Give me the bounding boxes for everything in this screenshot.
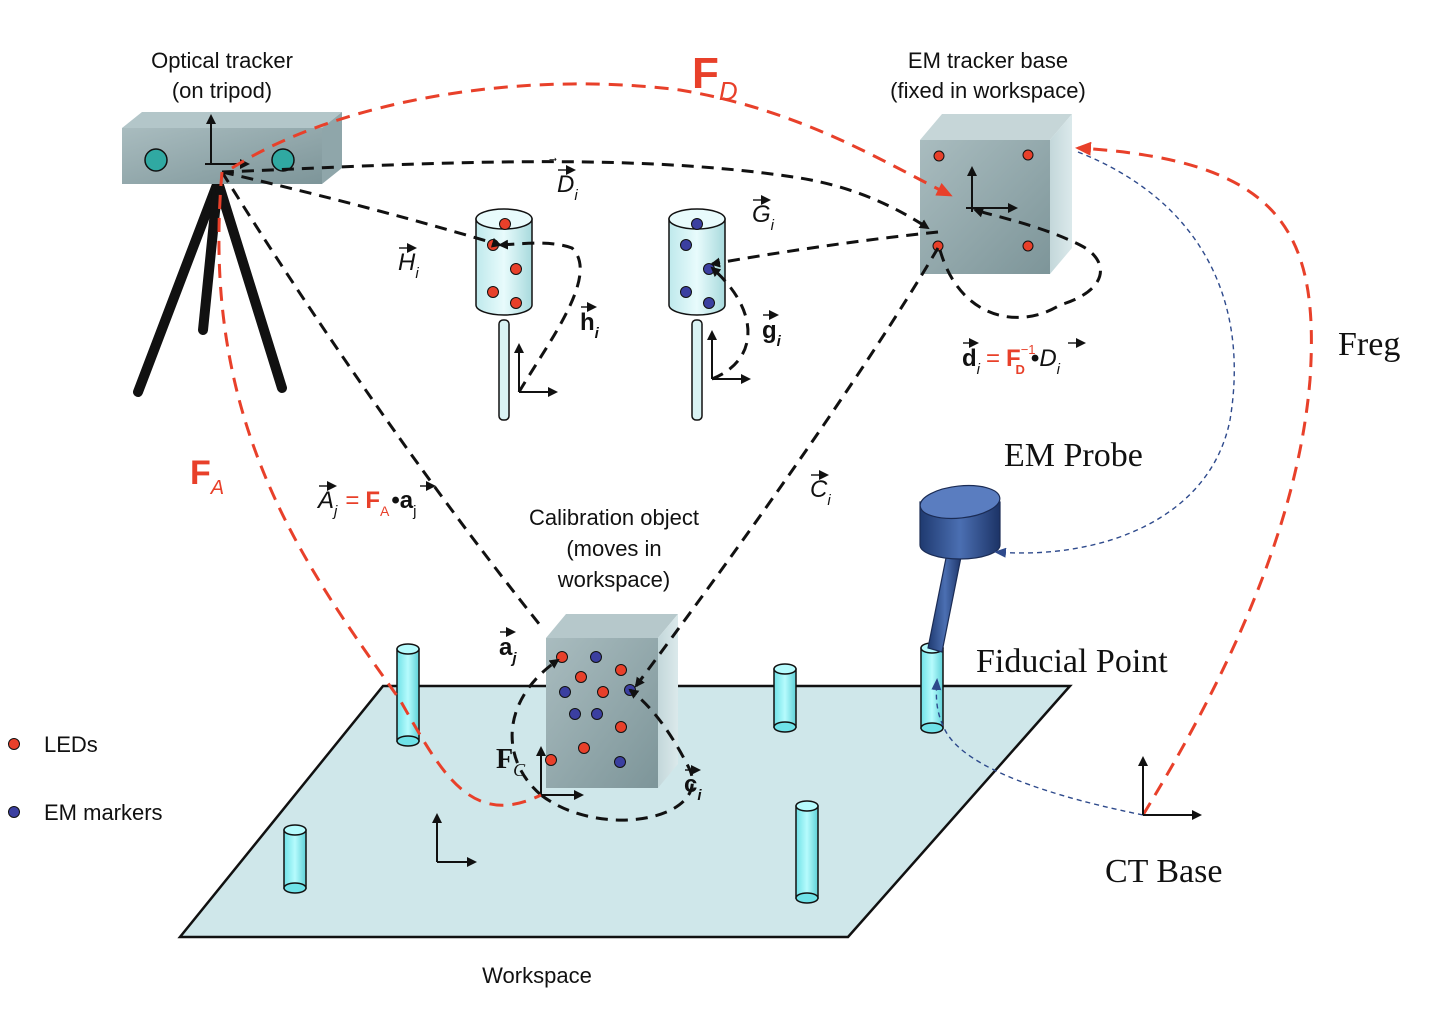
legend-label-em-markers: EM markers [44,800,163,825]
em-tracker-label-2: (fixed in workspace) [890,78,1086,103]
em-tracker-label-1: EM tracker base [908,48,1068,73]
legend-item-em-markers: EM markers [8,800,163,825]
pillar-3 [920,642,944,734]
transform-paths [220,160,1102,822]
path-H-i [221,170,502,248]
svg-text:gi: gi [762,317,782,350]
svg-text:Di: Di [557,171,578,204]
ct-base-frame-icon [1138,756,1202,820]
workspace-label: Workspace [482,963,592,988]
path-Freg [1075,141,1313,816]
path-C-i [634,247,940,688]
pillar-4 [283,824,307,894]
pillar-2 [773,663,797,733]
fd-label: FD [692,49,738,106]
fiducial-point-label: Fiducial Point [976,643,1168,680]
legend: LEDs EM markers [8,732,163,825]
led-pointer-tool [475,208,558,421]
em-pointer-tool [668,208,751,421]
vector-h-i: hi [580,302,600,342]
path-F-D [231,82,953,197]
path-ct-to-fiducial [931,678,1144,816]
vector-a-j: aj [499,627,517,667]
svg-text:aj: aj [499,634,517,667]
optical-tracker [122,112,342,397]
freg-label: Freg [1338,326,1400,363]
vector-c-i: ci [684,765,702,804]
calibration-label-2: (moves in [566,536,661,561]
svg-text:ci: ci [684,771,702,804]
vector-H-i: Hi [398,243,419,282]
vector-D-i: Di ⃗ [549,157,578,204]
vector-G-i: Gi [752,195,775,234]
calibration-frame-icon [536,746,584,800]
path-G-i [710,230,939,268]
optical-tracker-label-2: (on tripod) [172,78,272,103]
equation-A-j: Aj=FA•aj [316,481,436,520]
workspace-frame-icon [432,813,477,867]
calibration-object [546,614,678,788]
path-d-i [938,207,1102,319]
svg-text:Ci: Ci [810,476,831,509]
vector-C-i: Ci [810,470,831,509]
svg-text:Gi: Gi [752,201,775,234]
svg-text:Aj=FA•aj: Aj=FA•aj [316,487,417,520]
pillar-5 [795,800,819,904]
pillar-1 [396,643,420,747]
path-A-j [220,171,542,626]
fa-label: FA [190,454,224,499]
path-h-i [498,239,582,393]
path-F-A [217,171,542,807]
probe-paths [931,151,1235,816]
em-tracker-base [920,114,1072,274]
vector-g-i: gi [762,310,782,350]
calibration-label-1: Calibration object [529,505,699,530]
svg-text:hi: hi [580,309,600,342]
path-D-i [221,160,930,230]
path-base-to-probe [994,151,1235,558]
path-g-i [710,266,750,381]
frame-paths [217,82,1313,816]
em-probe [919,484,1001,653]
svg-text:di=F−1D•Di: di=F−1D•Di [962,342,1061,378]
calibration-label-3: workspace) [557,567,670,592]
em-probe-label: EM Probe [1004,437,1143,474]
legend-label-leds: LEDs [44,732,98,757]
fc-label: FC [496,744,526,780]
svg-text:Hi: Hi [398,249,419,282]
workspace-plane [177,684,1073,939]
ct-base-label: CT Base [1105,853,1222,890]
legend-item-leds: LEDs [8,732,98,757]
optical-tracker-label-1: Optical tracker [151,48,293,73]
